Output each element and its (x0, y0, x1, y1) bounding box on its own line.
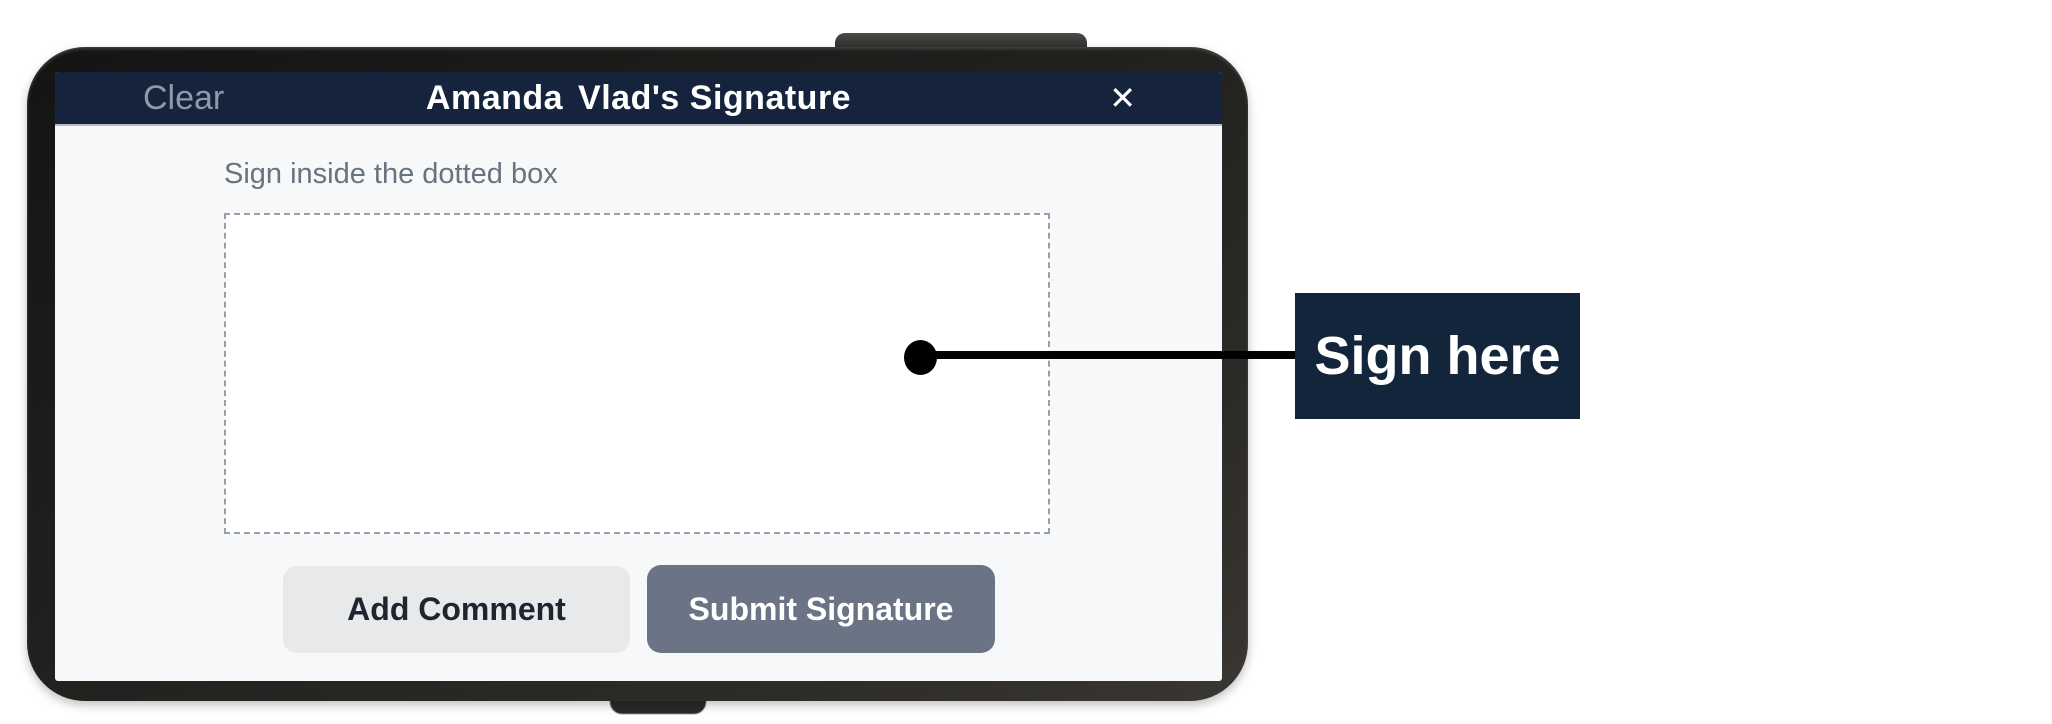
sign-here-callout-label: Sign here (1295, 293, 1580, 419)
dialog-title-rest: Vlad's Signature (578, 78, 852, 117)
close-icon[interactable]: ✕ (1109, 80, 1136, 116)
dialog-title-first-name: Amanda (425, 78, 564, 117)
callout-line (920, 351, 1295, 359)
signature-pad[interactable] (224, 213, 1050, 534)
submit-signature-button[interactable]: Submit Signature (647, 565, 995, 653)
phone-screen: Clear Amanda Vlad's Signature ✕ Sign ins… (55, 72, 1222, 681)
add-comment-button[interactable]: Add Comment (283, 566, 630, 653)
dialog-title: Amanda Vlad's Signature (55, 72, 1222, 124)
dialog-title-bar: Clear Amanda Vlad's Signature ✕ (55, 72, 1222, 126)
clear-button[interactable]: Clear (143, 78, 225, 117)
signature-hint-text: Sign inside the dotted box (224, 158, 558, 190)
